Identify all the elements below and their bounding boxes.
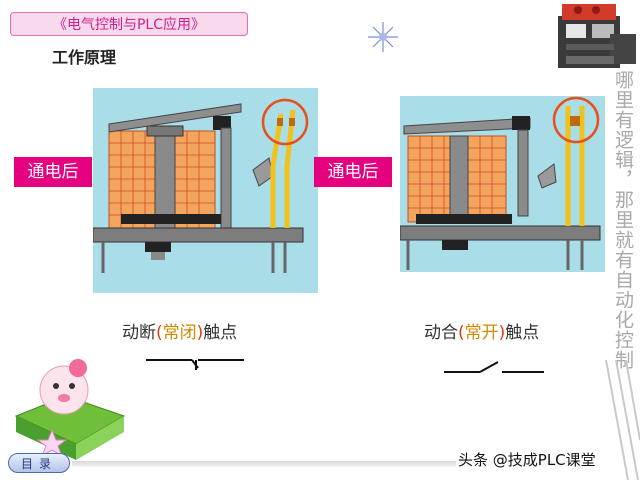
footer-bar xyxy=(72,461,592,467)
coil-left xyxy=(407,135,451,223)
right-caption-open: ( xyxy=(458,323,465,343)
side-note: 哪里有逻辑，那里就有自动化控制 xyxy=(612,70,634,370)
right-caption-type: 常开 xyxy=(464,323,499,343)
no-contact-diagram xyxy=(400,96,605,272)
highlight-circle xyxy=(261,98,309,146)
left-caption-suffix: 触点 xyxy=(203,323,238,343)
mascot-illustration xyxy=(14,359,126,460)
decorative-stripe xyxy=(605,360,640,480)
menu-button[interactable]: 目录 xyxy=(8,453,70,473)
right-caption-name: 动合 xyxy=(424,323,458,343)
highlight-circle xyxy=(552,96,600,144)
right-caption-close: ) xyxy=(498,323,506,343)
left-caption-close: ) xyxy=(196,323,204,343)
right-state-label: 通电后 xyxy=(314,157,392,187)
left-caption-open: ( xyxy=(156,323,163,343)
nc-contact-symbol xyxy=(146,359,244,370)
nc-contact-diagram xyxy=(93,88,318,293)
watermark: 头条 @技成PLC课堂 xyxy=(456,449,598,470)
left-caption: 动断(常闭)触点 xyxy=(122,318,237,343)
course-title: 《电气控制与PLC应用》 xyxy=(10,12,248,36)
relay-product-image xyxy=(558,4,636,68)
no-contact-symbol xyxy=(444,361,544,373)
left-caption-name: 动断 xyxy=(122,323,156,343)
right-caption: 动合(常开)触点 xyxy=(424,318,539,343)
sparkle-icon xyxy=(368,22,398,52)
coil-right xyxy=(467,135,507,223)
left-caption-type: 常闭 xyxy=(162,323,197,343)
right-caption-suffix: 触点 xyxy=(505,323,540,343)
left-state-label: 通电后 xyxy=(14,157,92,187)
section-title: 工作原理 xyxy=(52,48,117,67)
